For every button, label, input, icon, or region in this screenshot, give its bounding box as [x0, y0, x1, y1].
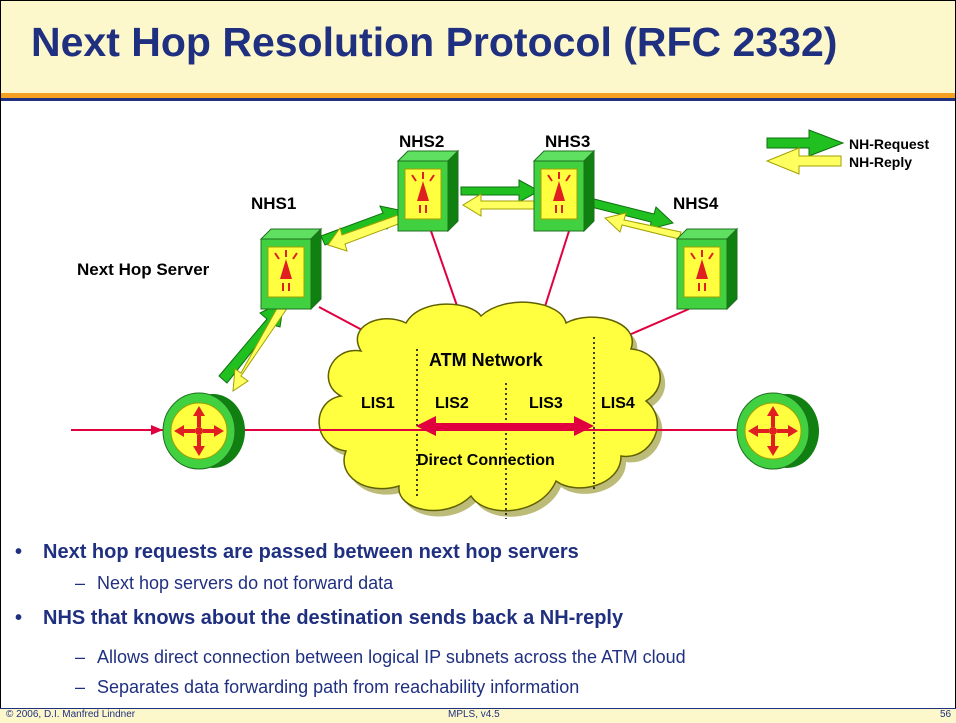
nhs1-label: NHS1	[251, 194, 296, 213]
nhrp-diagram: NHS1 NHS2 NHS3 NHS4 Next Hop Server ATM …	[71, 129, 929, 519]
nhs4-server	[676, 228, 738, 310]
title-divider-blue	[1, 98, 955, 101]
nh-reply-arrows	[232, 193, 682, 392]
footer-page-number: 56	[940, 709, 952, 720]
bullet-2: • NHS that knows about the destination se…	[15, 607, 623, 630]
destination-router	[735, 391, 821, 471]
bullet-1-sub-1-text: Next hop servers do not forward data	[97, 573, 394, 593]
lis4-label: LIS4	[601, 395, 635, 412]
atm-cloud	[318, 301, 661, 512]
direct-connection-arrow	[416, 416, 594, 436]
lis3-label: LIS3	[529, 395, 563, 412]
legend-request-label: NH-Request	[849, 136, 929, 152]
nhs3-server	[533, 150, 595, 232]
bullet-2-sub-1-text: Allows direct connection between logical…	[97, 647, 686, 667]
title-bar: Next Hop Resolution Protocol (RFC 2332)	[1, 1, 955, 93]
title-divider	[1, 93, 955, 98]
bullet-1-text: Next hop requests are passed between nex…	[43, 541, 579, 563]
nhs2-label: NHS2	[399, 132, 444, 151]
legend-reply-label: NH-Reply	[849, 154, 912, 170]
ingress-arrowhead	[151, 425, 163, 435]
lis-dividers	[416, 337, 595, 519]
lis1-label: LIS1	[361, 395, 395, 412]
bullet-dot: •	[15, 541, 23, 563]
legend-request-arrow	[766, 129, 845, 157]
footer-copyright: © 2006, D.I. Manfred Lindner	[6, 709, 136, 720]
bullet-2-sub-1: –Allows direct connection between logica…	[75, 647, 686, 667]
nhs1-server	[260, 228, 322, 310]
nhs4-label: NHS4	[673, 194, 719, 213]
footer-version: MPLS, v4.5	[448, 709, 500, 720]
next-hop-server-label: Next Hop Server	[77, 260, 210, 279]
bullet-2-text: NHS that knows about the destination sen…	[43, 607, 624, 629]
footer: © 2006, D.I. Manfred Lindner MPLS, v4.5 …	[0, 708, 956, 723]
bullet-1-sub-1: –Next hop servers do not forward data	[75, 573, 394, 593]
bullet-dot: •	[15, 607, 23, 629]
atm-network-label: ATM Network	[429, 350, 544, 370]
lis2-label: LIS2	[435, 395, 469, 412]
bullet-1: • Next hop requests are passed between ne…	[15, 541, 579, 564]
source-router	[161, 391, 247, 471]
nhs3-label: NHS3	[545, 132, 590, 151]
legend-reply-arrow	[765, 147, 842, 175]
bullet-2-sub-2: –Separates data forwarding path from rea…	[75, 677, 580, 697]
page-title: Next Hop Resolution Protocol (RFC 2332)	[31, 19, 838, 65]
direct-connection-label: Direct Connection	[417, 452, 555, 469]
nhs2-server	[397, 150, 459, 232]
bullet-2-sub-2-text: Separates data forwarding path from reac…	[97, 677, 580, 697]
